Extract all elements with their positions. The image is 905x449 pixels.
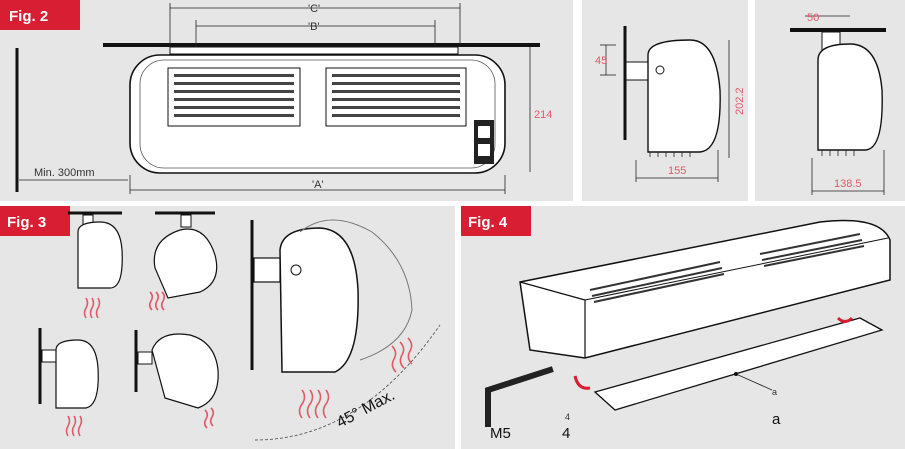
side-dim-offset: 45 xyxy=(595,55,607,67)
fig4-screw-small: 4 xyxy=(565,412,570,422)
fig4-heater-body xyxy=(519,219,891,359)
side-grille xyxy=(649,152,691,157)
fig4-bracket-label: a xyxy=(772,411,781,428)
fig2-dim-b: 'B' xyxy=(308,21,320,33)
fig2-dim-height: 214 xyxy=(534,109,552,121)
ceiling-grille xyxy=(821,150,855,156)
fig2-label: Fig. 2 xyxy=(9,8,48,25)
fig4-label-box xyxy=(461,206,531,236)
fig2-grille-slots xyxy=(174,74,460,117)
fig4-arrow-right xyxy=(836,316,854,323)
fig3-heater-wall-straight xyxy=(38,328,99,437)
fig4-bracket xyxy=(593,317,884,411)
fig3-heater-wall-tilted xyxy=(134,330,219,429)
fig2-dim-c: 'C' xyxy=(308,3,320,15)
fig3-heater-ceiling-straight xyxy=(68,211,123,319)
fig3-tilt-illustration xyxy=(250,219,441,441)
fig4-tool-label: M5 xyxy=(490,425,511,442)
side-dim-height: 202.2 xyxy=(734,87,746,115)
fig4-allen-key xyxy=(485,366,554,427)
side-bracket xyxy=(625,61,649,81)
fig3-heater-ceiling-tilted xyxy=(148,211,218,311)
fig4-bracket-small: a xyxy=(772,387,777,397)
ceiling-dim-offset: 50 xyxy=(807,12,819,24)
fig2-min-clearance: Min. 300mm xyxy=(34,167,95,179)
side-heater-body xyxy=(647,39,721,153)
fig4-label: Fig. 4 xyxy=(468,214,508,231)
fig4-arrow-left xyxy=(573,375,591,390)
fig2-label-box xyxy=(0,0,80,30)
fig2-bracket xyxy=(169,46,459,55)
ceiling-dim-depth: 138.5 xyxy=(834,178,862,190)
fig3-label-box xyxy=(0,206,70,236)
side-dim-depth: 155 xyxy=(668,165,686,177)
fig3-label: Fig. 3 xyxy=(7,214,46,231)
fig3-panel xyxy=(0,206,455,449)
fig4-grille xyxy=(589,233,865,303)
fig4-screw-label: 4 xyxy=(562,425,570,442)
ceiling-heater-body xyxy=(817,43,883,151)
fig2-dim-a: 'A' xyxy=(312,179,324,191)
